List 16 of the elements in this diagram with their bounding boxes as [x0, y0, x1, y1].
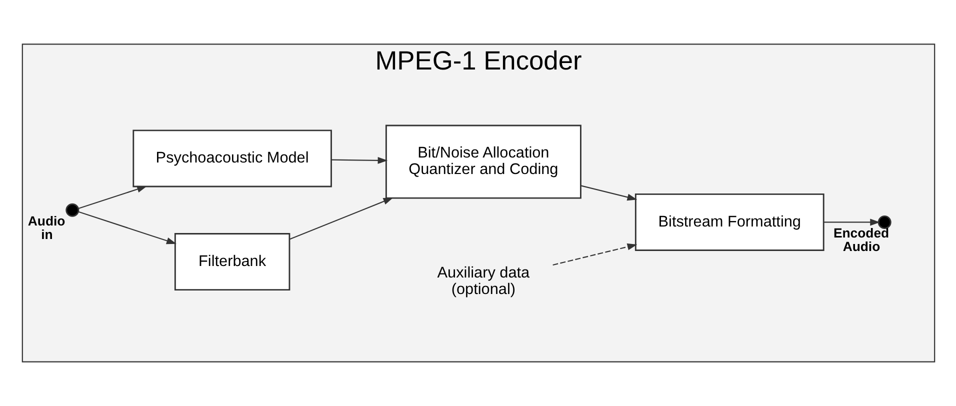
node-circle: [877, 215, 891, 229]
node-box: Filterbank: [174, 233, 290, 291]
arrow: [78, 186, 146, 210]
arrow: [580, 185, 637, 201]
arrow: [78, 211, 176, 244]
node-box: Bit/Noise Allocation Quantizer and Coding: [384, 124, 581, 199]
arrow: [824, 218, 880, 226]
node-label: Encoded Audio: [832, 226, 889, 254]
node-text: Auxiliary data (optional): [436, 264, 530, 298]
node-box: Psychoacoustic Model: [132, 130, 332, 188]
node-box: Bitstream Formatting: [634, 194, 824, 251]
arrow: [330, 156, 388, 164]
node-label: Audio in: [27, 214, 65, 242]
arrow: [552, 243, 637, 266]
arrow: [288, 198, 393, 240]
node-circle: [65, 203, 79, 217]
